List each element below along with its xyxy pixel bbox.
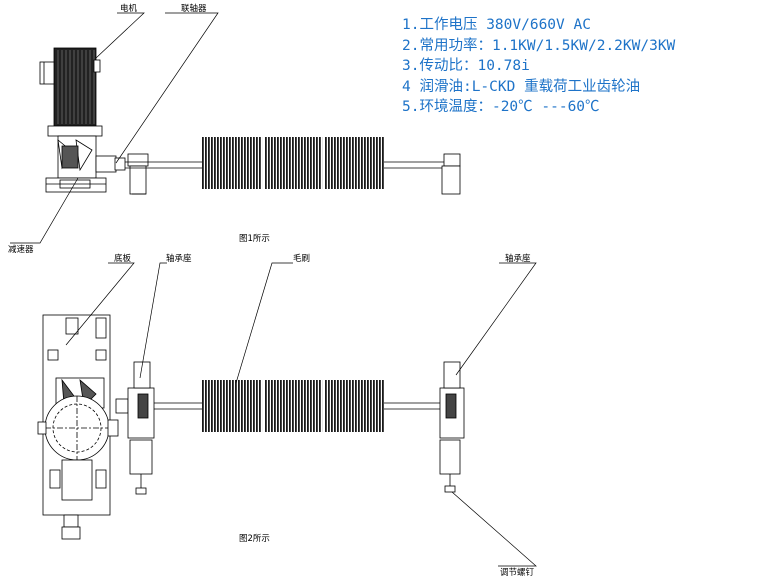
label-bearing-seat-left: 轴承座 [166,253,192,264]
label-adjust-screw: 调节螺钉 [500,567,535,577]
leader-lines [10,12,537,567]
fig2-bearing-right [439,361,465,493]
fig2-reducer [37,377,119,501]
fig2-coupling [115,398,129,414]
fig2-bearing-left [127,361,155,495]
caption-fig1: 图1所示 [239,233,270,244]
fig1-bearing-right [441,153,461,195]
label-coupling: 联轴器 [181,3,207,14]
spec-voltage: 1.工作电压 380V/660V AC [402,17,591,33]
spec-lubricant: 4 润滑油:L-CKD 重载荷工业齿轮油 [402,78,641,95]
spec-ratio: 3.传动比：10.78i [402,58,530,74]
label-motor: 电机 [120,3,138,14]
spec-temperature: 5.环境温度：-20℃ ---60℃ [402,99,600,115]
fig2-brush [202,380,384,432]
label-bearing-seat-right: 轴承座 [505,253,531,264]
fig1-coupling [95,155,126,173]
label-brush: 毛刷 [293,253,310,264]
fig1-brush [202,137,384,189]
caption-fig2: 图2所示 [239,533,270,544]
fig1-reducer [45,135,107,193]
fig1-bearing-left [127,153,149,195]
fig1-motor [39,47,103,137]
label-base-plate: 底板 [114,253,132,264]
spec-list: 1.工作电压 380V/660V AC 2.常用功率：1.1KW/1.5KW/2… [402,15,675,118]
spec-power: 2.常用功率：1.1KW/1.5KW/2.2KW/3KW [402,37,676,54]
label-reducer: 减速器 [8,244,34,255]
